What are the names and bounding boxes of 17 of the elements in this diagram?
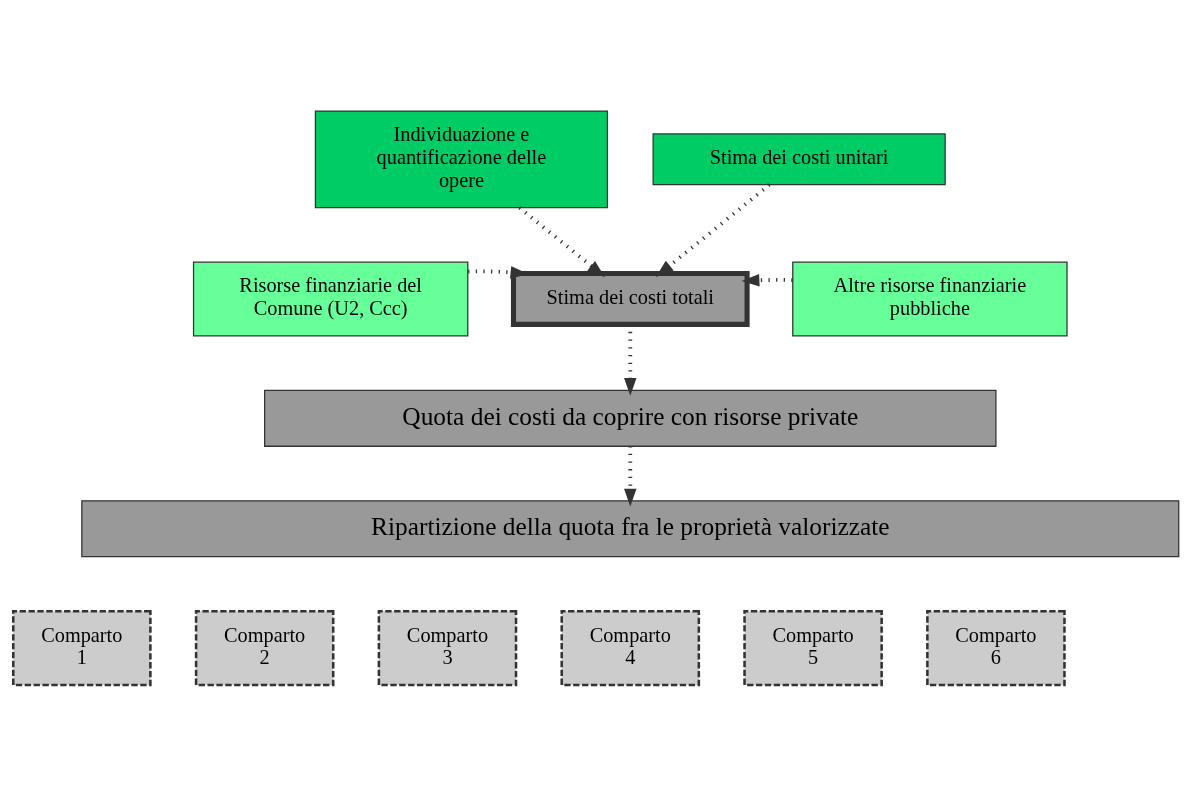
node-box: Comparto 4 [560, 610, 701, 687]
arrow [624, 446, 637, 507]
node-box: Comparto 6 [926, 610, 1066, 687]
arrow [655, 183, 771, 277]
node-box: Stima dei costi totali [510, 271, 750, 327]
node-box: Quota dei costi da coprire con risorse private [264, 389, 997, 447]
node-box: Ripartizione della quota fra le proprietà valorizzate [81, 500, 1180, 558]
node-box: Stima dei costi unitari [652, 133, 946, 186]
arrow [518, 206, 606, 278]
node-box: Comparto 1 [12, 610, 152, 687]
arrow [741, 274, 793, 287]
node-box: Risorse finanziarie del Comune (U2, Ccc) [192, 261, 469, 337]
node-box: Altre risorse finanziarie pubbliche [792, 261, 1068, 337]
node-box: Individuazione e quantificazione delle opere [314, 110, 609, 209]
node-box: Comparto 5 [743, 610, 883, 687]
node-box: Comparto 2 [194, 610, 335, 687]
node-box: Comparto 3 [377, 610, 518, 687]
